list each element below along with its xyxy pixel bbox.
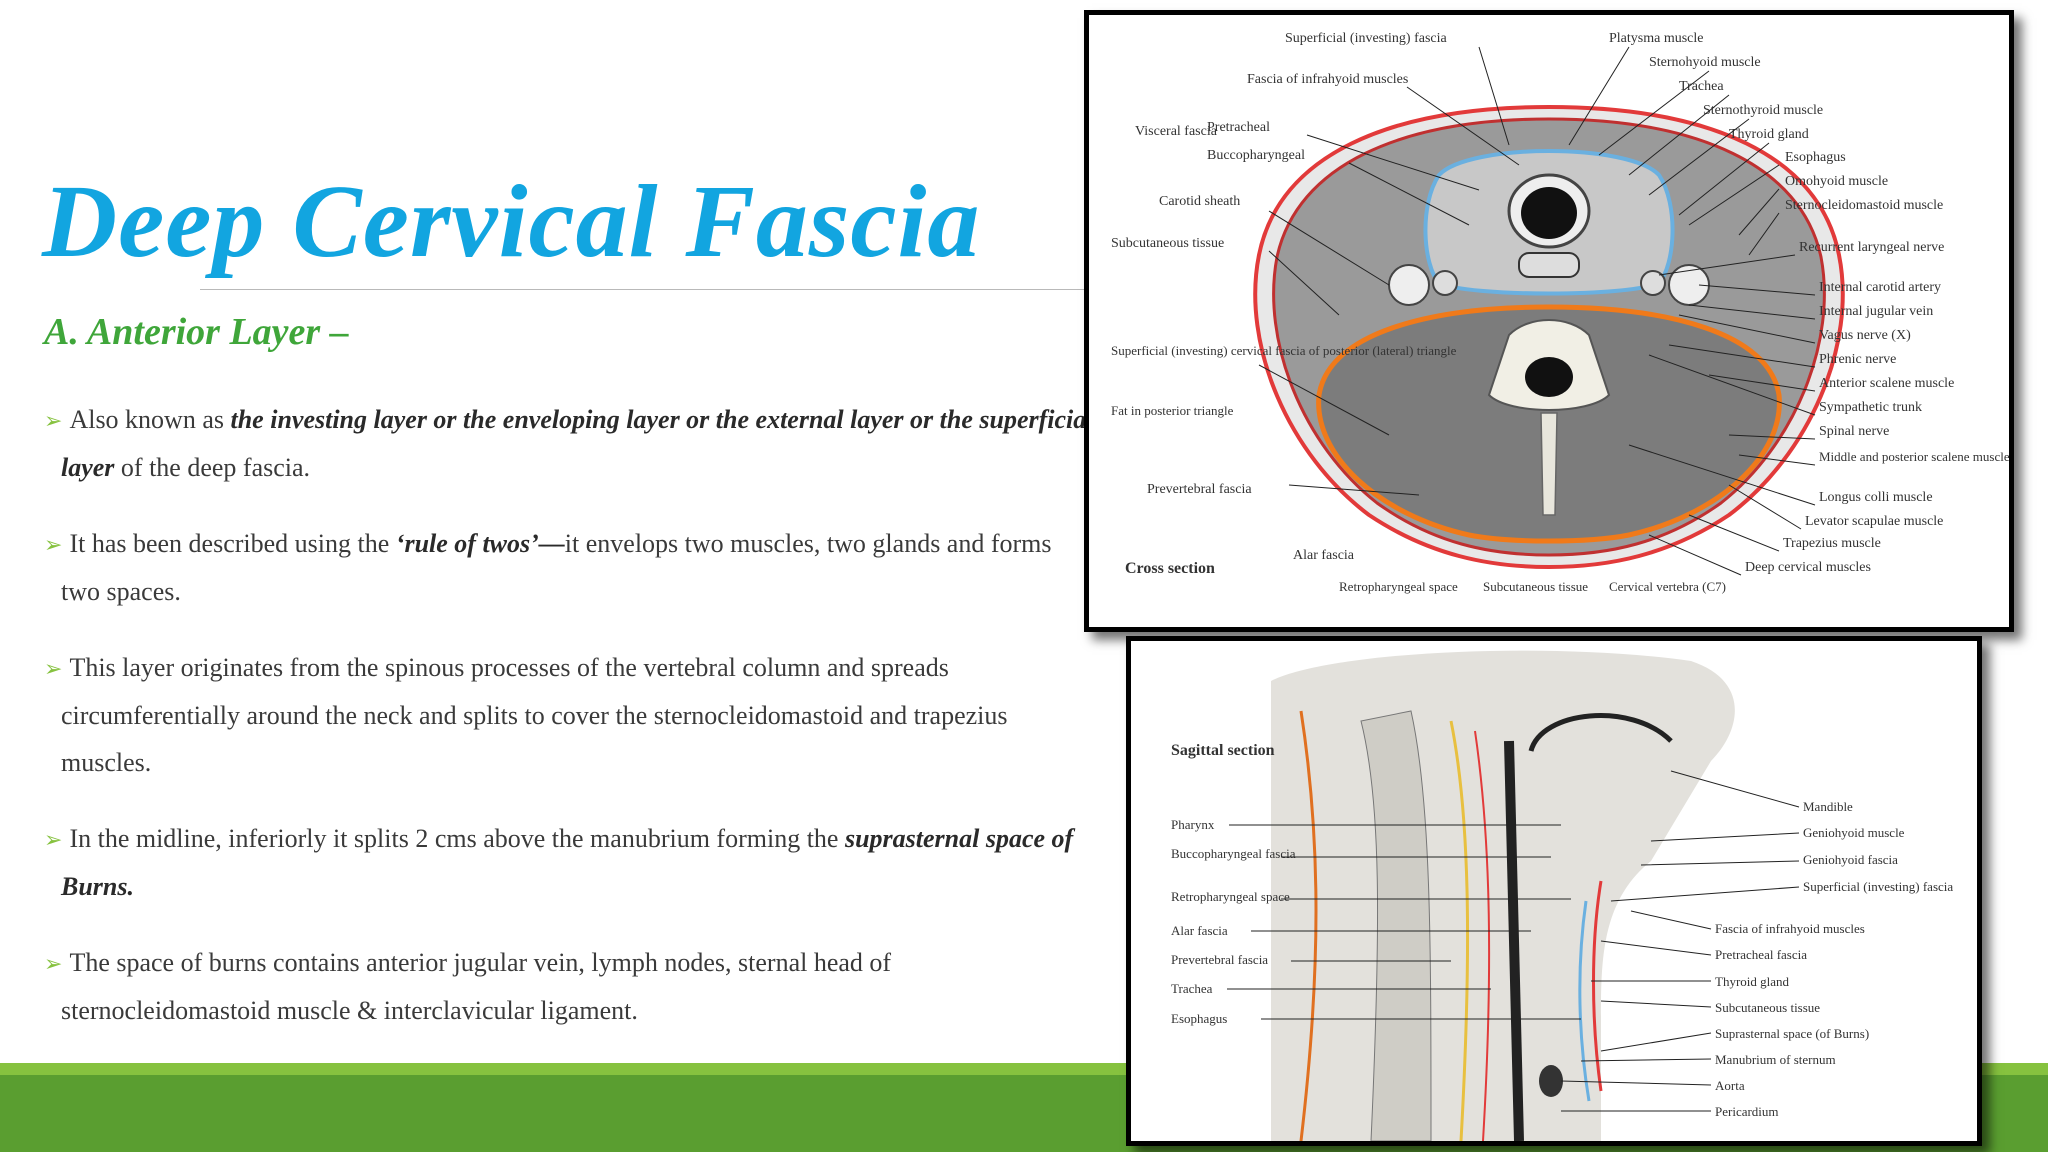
label-carotid-sheath: Carotid sheath — [1159, 194, 1240, 209]
label-right: Anterior scalene muscle — [1819, 376, 1954, 391]
label-right: Thyroid gland — [1729, 127, 1809, 142]
label-sag-right: Geniohyoid fascia — [1803, 852, 1898, 867]
label-right: Sternothyroid muscle — [1703, 103, 1823, 118]
label-right: Sternocleidomastoid muscle — [1785, 198, 1943, 213]
label-sag-right: Pretracheal fascia — [1715, 947, 1807, 962]
label-sag-right: Aorta — [1715, 1078, 1745, 1093]
label-sag-right: Superficial (investing) fascia — [1803, 879, 1953, 894]
label-right: Recurrent laryngeal nerve — [1799, 240, 1944, 255]
label-prevertebral-fascia: Prevertebral fascia — [1147, 482, 1252, 497]
bullet-emphasis: the investing layer or the enveloping la… — [61, 405, 1094, 482]
label-sag-left: Trachea — [1171, 981, 1213, 996]
bullet-text: It has been described using the — [69, 529, 396, 558]
sagittal-caption: Sagittal section — [1171, 742, 1275, 759]
bullet-text: In the midline, inferiorly it splits 2 c… — [69, 824, 845, 853]
bullet-text: This layer originates from the spinous p… — [61, 653, 1008, 777]
cross-section-diagram: Superficial (investing) fascia Platysma … — [1111, 31, 2009, 594]
arrow-bullet-icon: ➢ — [44, 827, 63, 852]
slide-title: Deep Cervical Fascia — [42, 164, 981, 279]
label-c7: Cervical vertebra (C7) — [1609, 579, 1726, 594]
label-sag-right: Manubrium of sternum — [1715, 1052, 1836, 1067]
slide-subtitle: A. Anterior Layer – — [44, 311, 349, 353]
label-sag-left: Retropharyngeal space — [1171, 889, 1290, 904]
sagittal-section-figure: Sagittal section Pharynx Buccopharyngeal… — [1126, 636, 1982, 1146]
label-right: Vagus nerve (X) — [1819, 328, 1911, 343]
bullet-list: ➢Also known as the investing layer or th… — [44, 396, 1094, 1063]
label-retropharyngeal-space: Retropharyngeal space — [1339, 579, 1458, 594]
arrow-bullet-icon: ➢ — [44, 656, 63, 681]
label-alar-fascia: Alar fascia — [1293, 548, 1355, 563]
label-sag-left: Pharynx — [1171, 817, 1215, 832]
label-right: Middle and posterior scalene muscles — [1819, 449, 2009, 464]
cross-section-figure: Superficial (investing) fascia Platysma … — [1084, 10, 2014, 632]
label-sag-right: Fascia of infrahyoid muscles — [1715, 921, 1865, 936]
label-right: Trachea — [1679, 79, 1724, 94]
label-sag-left: Alar fascia — [1171, 923, 1228, 938]
label-pretracheal: Pretracheal — [1207, 120, 1270, 135]
label-right: Esophagus — [1785, 150, 1846, 165]
label-right: Sternohyoid muscle — [1649, 55, 1761, 70]
label-right: Phrenic nerve — [1819, 352, 1896, 367]
label-right: Spinal nerve — [1819, 424, 1889, 439]
label-visceral-fascia: Visceral fascia — [1135, 124, 1218, 139]
label-fat-posterior-triangle: Fat in posterior triangle — [1111, 403, 1234, 418]
arrow-bullet-icon: ➢ — [44, 408, 63, 433]
label-subcutaneous-tissue: Subcutaneous tissue — [1111, 236, 1224, 251]
bullet-item: ➢This layer originates from the spinous … — [44, 644, 1094, 786]
label-right: Internal carotid artery — [1819, 280, 1941, 295]
label-right: Deep cervical muscles — [1745, 560, 1871, 575]
bullet-text: of the deep fascia. — [114, 453, 311, 482]
bullet-emphasis: suprasternal space of Burns. — [61, 824, 1074, 901]
right-labels: Sternohyoid muscle Trachea Sternothyroid… — [1649, 55, 2009, 575]
bullet-text: it envelops two muscles, two glands and … — [61, 529, 1052, 606]
arrow-bullet-icon: ➢ — [44, 532, 63, 557]
title-divider — [200, 289, 1085, 290]
label-sag-right: Pericardium — [1715, 1104, 1779, 1119]
label-right: Sympathetic trunk — [1819, 400, 1922, 415]
label-sag-left: Buccopharyngeal fascia — [1171, 846, 1296, 861]
label-right: Omohyoid muscle — [1785, 174, 1888, 189]
bullet-item: ➢Also known as the investing layer or th… — [44, 396, 1094, 491]
label-sag-right: Suprasternal space (of Burns) — [1715, 1026, 1869, 1041]
sagittal-section-diagram: Sagittal section Pharynx Buccopharyngeal… — [1171, 650, 1953, 1141]
label-sag-right: Geniohyoid muscle — [1803, 825, 1905, 840]
bullet-text: Also known as — [69, 405, 231, 434]
label-platysma: Platysma muscle — [1609, 31, 1704, 46]
bullet-item: ➢The space of burns contains anterior ju… — [44, 939, 1094, 1034]
label-sag-right: Mandible — [1803, 799, 1853, 814]
bullet-emphasis: ‘rule of twos’— — [395, 529, 565, 558]
label-right: Internal jugular vein — [1819, 304, 1933, 319]
label-buccopharyngeal: Buccopharyngeal — [1207, 148, 1305, 163]
bullet-text: The space of burns contains anterior jug… — [61, 948, 892, 1025]
label-sag-right: Thyroid gland — [1715, 974, 1790, 989]
label-sag-left: Esophagus — [1171, 1011, 1227, 1026]
label-right: Trapezius muscle — [1783, 536, 1881, 551]
label-infrahyoid-fascia: Fascia of infrahyoid muscles — [1247, 72, 1408, 87]
label-superficial-fascia: Superficial (investing) fascia — [1285, 31, 1448, 46]
label-sag-right: Subcutaneous tissue — [1715, 1000, 1820, 1015]
bullet-item: ➢It has been described using the ‘rule o… — [44, 520, 1094, 615]
bullet-item: ➢In the midline, inferiorly it splits 2 … — [44, 815, 1094, 910]
arrow-bullet-icon: ➢ — [44, 951, 63, 976]
label-sag-left: Prevertebral fascia — [1171, 952, 1268, 967]
label-posterior-triangle-fascia: Superficial (investing) cervical fascia … — [1111, 343, 1457, 358]
label-right: Longus colli muscle — [1819, 490, 1933, 505]
cross-section-caption: Cross section — [1125, 560, 1215, 577]
label-subcutaneous-bottom: Subcutaneous tissue — [1483, 579, 1588, 594]
label-right: Levator scapulae muscle — [1805, 514, 1943, 529]
